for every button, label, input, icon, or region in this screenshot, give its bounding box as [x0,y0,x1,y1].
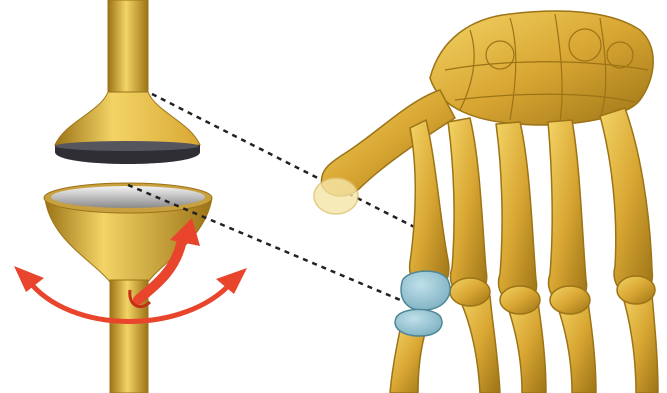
index-metacarpal [448,118,487,297]
lower-cup-inner [51,186,205,208]
thumb-proximal-phalanx [390,330,426,393]
little-metacarpal [600,108,652,295]
middle-phalanx [506,302,546,393]
joint-model-icon [14,0,247,393]
saddle-joint-highlight [395,271,450,336]
ring-metacarpal [548,120,587,303]
upper-rod [108,0,148,98]
thumb-tip [314,178,358,214]
hand-skeleton-icon [314,11,658,393]
upper-cone [55,92,200,145]
little-phalanx [622,294,658,393]
first-metacarpal [410,120,449,290]
index-phalanx [458,296,500,393]
middle-metacarpal [496,122,537,303]
ring-phalanx [556,302,596,393]
